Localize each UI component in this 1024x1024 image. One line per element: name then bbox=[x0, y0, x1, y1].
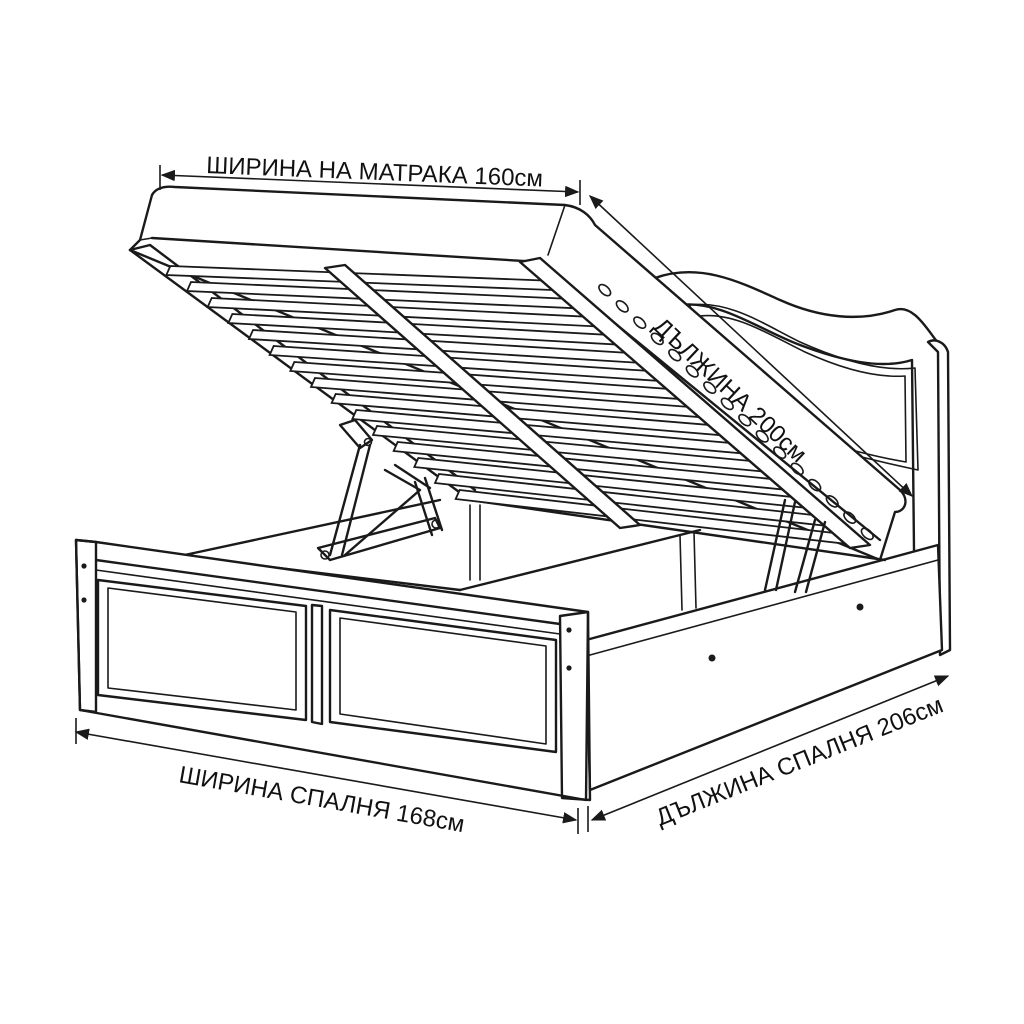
dimension-mattress-width bbox=[159, 165, 581, 205]
bolt-hole bbox=[708, 654, 716, 662]
spring-pad bbox=[843, 511, 857, 524]
dowel bbox=[81, 597, 87, 603]
bolt-hole bbox=[856, 603, 864, 611]
footboard bbox=[74, 538, 592, 802]
dimension-bed-width bbox=[74, 718, 579, 834]
side-rail bbox=[584, 543, 944, 792]
dowel bbox=[566, 627, 572, 633]
dimension-mattress-length bbox=[588, 195, 914, 497]
label-bed-width: ШИРИНА СПАЛНЯ 168см bbox=[177, 761, 467, 838]
label-mattress-width: ШИРИНА НА МАТРАКА 160см bbox=[206, 152, 544, 192]
spring-pad bbox=[860, 527, 874, 541]
gas-lift-mechanism-right bbox=[763, 498, 827, 594]
dowel bbox=[81, 563, 87, 569]
dimension-bed-length bbox=[587, 675, 950, 832]
dowel bbox=[566, 665, 572, 671]
gas-lift-mechanism bbox=[316, 418, 444, 562]
